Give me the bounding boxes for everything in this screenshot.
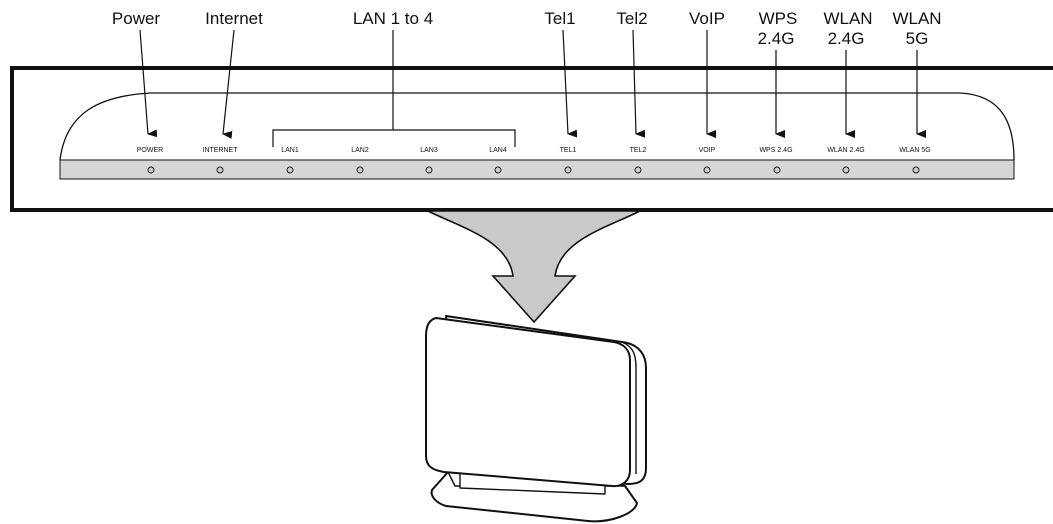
led-lan1-icon <box>286 166 294 174</box>
panel-label-wlan5: WLAN 5G <box>899 147 931 154</box>
callout-lan: LAN 1 to 4 <box>353 9 433 28</box>
callout-labels: Power Internet LAN 1 to 4 Tel1 Tel2 VoIP… <box>112 9 942 48</box>
callout-wps-line2: 2.4G <box>758 29 795 48</box>
callout-voip: VoIP <box>689 9 725 28</box>
callout-wlan24-line1: WLAN <box>823 9 872 28</box>
callout-wlan24-line2: 2.4G <box>828 29 865 48</box>
panel-frame <box>10 66 1053 212</box>
led-tel1-icon <box>564 166 572 174</box>
led-internet-icon <box>216 166 224 174</box>
callout-wps-line1: WPS <box>759 9 798 28</box>
panel-label-lan4: LAN4 <box>489 147 507 154</box>
leader-power <box>139 29 158 138</box>
led-wlan24-icon <box>842 166 850 174</box>
callout-wlan5-line2: 5G <box>906 29 929 48</box>
callout-tel1: Tel1 <box>544 9 575 28</box>
panel-label-lan1: LAN1 <box>281 147 299 154</box>
lan-bracket <box>272 129 516 147</box>
callout-power: Power <box>112 9 161 28</box>
router-device-icon <box>425 315 647 523</box>
panel-labels: POWER INTERNET LAN1 LAN2 LAN3 LAN4 TEL1 … <box>137 147 931 154</box>
router-front <box>425 317 631 488</box>
led-lan3-icon <box>425 166 433 174</box>
leader-tel2 <box>632 29 646 138</box>
device-front-outline <box>59 92 1015 161</box>
panel-label-internet: INTERNET <box>203 147 239 154</box>
panel-label-tel1: TEL1 <box>560 147 577 154</box>
led-power-icon <box>147 166 155 174</box>
zoom-arrow <box>427 210 641 324</box>
callout-tel2: Tel2 <box>616 9 647 28</box>
led-wps-icon <box>773 166 781 174</box>
panel-label-tel2: TEL2 <box>630 147 647 154</box>
led-lan2-icon <box>356 166 364 174</box>
leader-lines <box>139 29 926 139</box>
panel-label-lan2: LAN2 <box>351 147 369 154</box>
callout-wlan5-line1: WLAN <box>892 9 941 28</box>
led-voip-icon <box>703 166 711 174</box>
led-strip <box>59 159 1015 180</box>
leader-tel1 <box>562 29 578 138</box>
callout-internet: Internet <box>205 9 263 28</box>
panel-label-wlan24: WLAN 2.4G <box>827 147 864 154</box>
panel-label-power: POWER <box>137 147 163 154</box>
panel-label-wps: WPS 2.4G <box>759 147 792 154</box>
led-tel2-icon <box>634 166 642 174</box>
led-wlan5-icon <box>912 166 920 174</box>
led-indicators <box>147 166 920 174</box>
panel-label-voip: VOIP <box>699 147 716 154</box>
led-lan4-icon <box>494 166 502 174</box>
panel-label-lan3: LAN3 <box>420 147 438 154</box>
leader-internet <box>222 29 235 139</box>
router-side-edge <box>621 341 637 474</box>
